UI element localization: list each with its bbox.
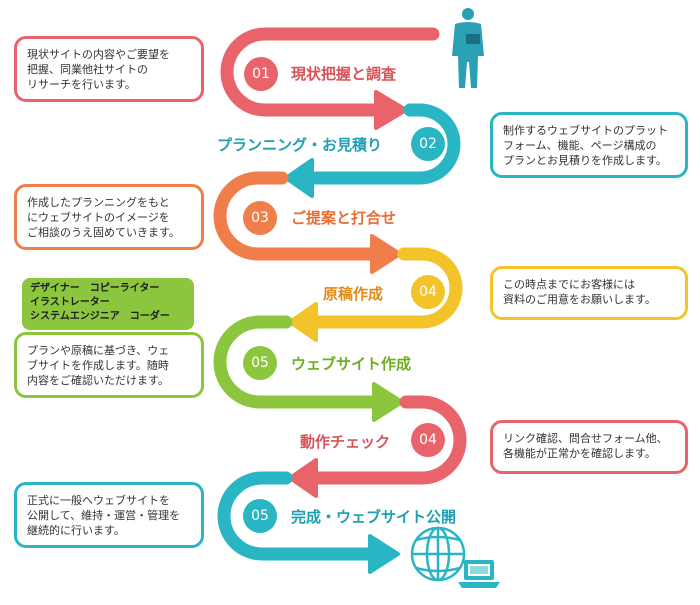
flow-path-05 bbox=[213, 315, 404, 422]
flow-path-07 bbox=[217, 471, 400, 574]
description-line: 資料のご用意をお願いします。 bbox=[503, 293, 656, 306]
description-box-07: 正式に一般へウェブサイトを 公開して、維持・運営・管理を 継続的に行います。 bbox=[14, 482, 204, 548]
description-line: 制作するウェブサイトのプラット bbox=[503, 124, 668, 137]
roles-line: イラストレーター bbox=[30, 297, 110, 308]
description-box-06: リンク確認、問合せフォーム他、 各機能が正常かを確認します。 bbox=[490, 420, 688, 474]
roles-line: デザイナー コピーライター bbox=[30, 283, 160, 294]
description-line: フォーム、機能、ページ構成の bbox=[503, 139, 657, 152]
description-line: ブサイトを作成します。随時 bbox=[27, 359, 169, 372]
step-number-02: 02 bbox=[411, 127, 445, 161]
description-line: にウェブサイトのイメージを bbox=[27, 211, 170, 224]
description-line: プランや原稿に基づき、ウェ bbox=[27, 344, 170, 357]
description-line: 作成したプランニングをもと bbox=[27, 196, 170, 209]
step-title-04: 原稿作成 bbox=[323, 285, 384, 303]
step-title-03: ご提案と打合せ bbox=[291, 209, 397, 227]
flow-path-06 bbox=[288, 395, 467, 498]
step-number-06: 04 bbox=[411, 423, 445, 457]
globe-icon bbox=[410, 526, 466, 582]
description-line: この時点までにお客様には bbox=[503, 278, 635, 291]
description-box-01: 現状サイトの内容やご要望を 把握、同業他社サイトの リサーチを行います。 bbox=[14, 36, 204, 102]
description-box-03: 作成したプランニングをもと にウェブサイトのイメージを ご相談のうえ固めていきま… bbox=[14, 184, 204, 250]
description-line: 各機能が正常かを確認します。 bbox=[503, 447, 656, 460]
step-title-01: 現状把握と調査 bbox=[291, 65, 397, 83]
description-line: 把握、同業他社サイトの bbox=[27, 63, 148, 76]
description-line: 現状サイトの内容やご要望を bbox=[27, 48, 170, 61]
step-number-01: 01 bbox=[244, 57, 278, 91]
description-box-02: 制作するウェブサイトのプラット フォーム、機能、ページ構成の プランとお見積りを… bbox=[490, 112, 688, 178]
businessman-icon bbox=[452, 8, 484, 88]
flow-path-02 bbox=[284, 103, 461, 198]
step-number-07: 05 bbox=[243, 499, 277, 533]
description-box-05: プランや原稿に基づき、ウェ ブサイトを作成します。随時 内容をご確認いただけます… bbox=[14, 332, 204, 398]
description-line: 正式に一般へウェブサイトを bbox=[27, 494, 170, 507]
step-title-02: プランニング・お見積り bbox=[217, 136, 383, 154]
description-line: 公開して、維持・運営・管理を bbox=[27, 509, 181, 522]
flow-path-04 bbox=[288, 247, 463, 342]
flow-path-01 bbox=[220, 27, 440, 130]
step-number-05: 05 bbox=[243, 346, 277, 380]
description-line: リンク確認、問合せフォーム他、 bbox=[503, 432, 668, 445]
step-number-04: 04 bbox=[411, 275, 445, 309]
step-title-07: 完成・ウェブサイト公開 bbox=[291, 508, 457, 526]
description-line: ご相談のうえ固めていきます。 bbox=[27, 226, 180, 239]
step-title-05: ウェブサイト作成 bbox=[291, 355, 412, 373]
description-box-04: この時点までにお客様には 資料のご用意をお願いします。 bbox=[490, 266, 688, 320]
roles-line: システムエンジニア コーダー bbox=[30, 311, 170, 322]
step-title-06: 動作チェック bbox=[300, 433, 391, 451]
description-line: 内容をご確認いただけます。 bbox=[27, 374, 169, 387]
description-line: 継続的に行います。 bbox=[27, 524, 125, 537]
step-number-03: 03 bbox=[243, 201, 277, 235]
roles-box: デザイナー コピーライター イラストレーター システムエンジニア コーダー bbox=[22, 278, 194, 330]
description-line: プランとお見積りを作成します。 bbox=[503, 154, 667, 167]
laptop-icon bbox=[458, 560, 500, 588]
description-line: リサーチを行います。 bbox=[27, 78, 136, 91]
flow-path-03 bbox=[213, 171, 402, 274]
